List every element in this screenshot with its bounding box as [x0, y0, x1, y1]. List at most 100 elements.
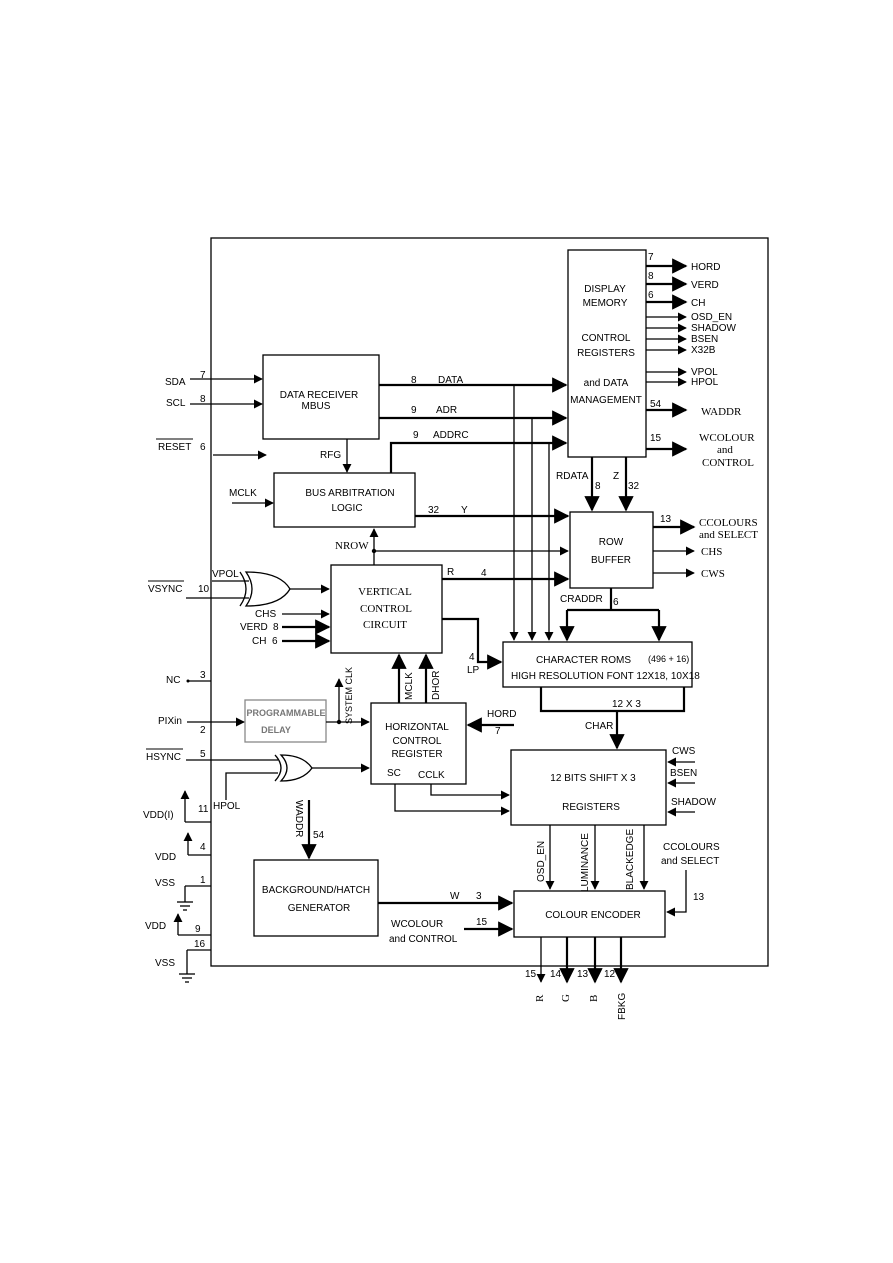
adr-bus: 9 ADR	[379, 405, 568, 426]
display-memory-line-4: REGISTERS	[577, 348, 635, 359]
y-bus: 32 Y	[415, 505, 570, 524]
svg-text:9: 9	[413, 430, 419, 441]
svg-text:6: 6	[200, 442, 206, 453]
svg-text:ADDRC: ADDRC	[433, 430, 469, 441]
svg-text:VPOL: VPOL	[691, 367, 718, 378]
svg-text:WCOLOUR: WCOLOUR	[391, 919, 443, 930]
svg-text:NROW: NROW	[335, 540, 369, 552]
svg-text:ADR: ADR	[436, 405, 457, 416]
svg-text:and SELECT: and SELECT	[661, 856, 719, 867]
hord-output: 7 HORD	[646, 252, 720, 274]
reset-pin: RESET 6	[156, 438, 267, 460]
display-memory-block: DISPLAY MEMORY CONTROL REGISTERS and DAT…	[567, 249, 647, 458]
svg-text:and: and	[717, 444, 733, 456]
svg-text:12 X 3: 12 X 3	[612, 699, 641, 710]
svg-text:VDD(I): VDD(I)	[143, 810, 174, 821]
svg-text:G: G	[560, 994, 572, 1002]
svg-text:VERD: VERD	[691, 280, 719, 291]
hsync-xor-gate	[274, 754, 313, 782]
sda-pin: SDA 7	[165, 370, 263, 388]
svg-text:CCOLOURS: CCOLOURS	[699, 517, 758, 529]
svg-text:CWS: CWS	[701, 568, 725, 580]
char-bus: 12 X 3 CHAR	[539, 687, 686, 750]
bus-arbitration-line-2: LOGIC	[331, 503, 362, 514]
luminance-signal: LUMINANCE	[580, 825, 600, 892]
svg-text:and SELECT: and SELECT	[699, 529, 758, 541]
colour-encoder-block: COLOUR ENCODER	[513, 890, 666, 938]
svg-text:VDD: VDD	[145, 921, 166, 932]
shift-registers-line-2: REGISTERS	[562, 802, 620, 813]
svg-text:CRADDR: CRADDR	[560, 594, 603, 605]
svg-text:LUMINANCE: LUMINANCE	[580, 833, 591, 892]
hpol-output: HPOL	[646, 377, 719, 388]
data-receiver-line-2: MBUS	[302, 401, 331, 412]
programmable-delay-line-1: PROGRAMMABLE	[247, 708, 326, 718]
svg-text:HSYNC: HSYNC	[146, 752, 181, 763]
svg-text:8: 8	[411, 375, 417, 386]
svg-text:54: 54	[313, 830, 325, 841]
svg-text:HPOL: HPOL	[691, 377, 719, 388]
fbkg-output: 12 FBKG	[604, 937, 629, 1020]
svg-text:CHS: CHS	[255, 609, 276, 620]
z-bus: Z 32	[613, 457, 640, 512]
mclk-input: MCLK	[229, 488, 274, 508]
svg-text:9: 9	[195, 924, 201, 935]
osd-en-signal: OSD_EN	[536, 825, 555, 890]
character-roms-block: CHARACTER ROMS (496 + 16) HIGH RESOLUTIO…	[502, 641, 700, 688]
svg-text:Z: Z	[613, 471, 619, 482]
svg-text:RDATA: RDATA	[556, 471, 589, 482]
svg-text:54: 54	[650, 399, 662, 410]
svg-text:13: 13	[693, 892, 705, 903]
wcolour-output: 15 WCOLOUR and CONTROL	[646, 432, 755, 469]
vertical-control-block: VERTICAL CONTROL CIRCUIT	[330, 564, 443, 654]
svg-text:7: 7	[200, 370, 206, 381]
svg-text:4: 4	[200, 842, 206, 853]
svg-text:SC: SC	[387, 768, 401, 779]
vertical-control-line-3: CIRCUIT	[363, 619, 407, 631]
verd-input: VERD 8	[240, 619, 331, 635]
vss-pin-16: VSS 16	[155, 939, 211, 983]
bsen-output: BSEN	[646, 334, 718, 345]
svg-text:15: 15	[476, 917, 488, 928]
ch-input: CH 6	[252, 633, 331, 649]
svg-text:12: 12	[604, 969, 616, 980]
svg-text:DATA: DATA	[438, 375, 464, 386]
vpol-output: VPOL	[646, 367, 718, 378]
display-memory-line-1: DISPLAY	[584, 284, 626, 295]
ccolours-input: CCOLOURS and SELECT 13	[661, 842, 720, 917]
svg-text:CCLK: CCLK	[418, 770, 445, 781]
svg-text:VPOL: VPOL	[212, 569, 239, 580]
hpol-xor-input: HPOL	[213, 763, 370, 812]
shadow-input: SHADOW	[667, 797, 717, 817]
svg-text:32: 32	[628, 481, 640, 492]
addrc-bus: 9 ADDRC	[389, 430, 568, 473]
svg-text:8: 8	[648, 271, 654, 282]
svg-text:SCL: SCL	[166, 398, 186, 409]
display-memory-line-3: CONTROL	[582, 333, 631, 344]
hord-input: HORD 7	[466, 709, 516, 737]
svg-text:CH: CH	[252, 636, 266, 647]
shift-registers-block: 12 BITS SHIFT X 3 REGISTERS	[510, 749, 667, 826]
svg-text:14: 14	[550, 969, 562, 980]
svg-text:15: 15	[650, 433, 662, 444]
svg-text:R: R	[447, 567, 454, 578]
data-bus: 8 DATA	[379, 375, 568, 393]
display-memory-line-2: MEMORY	[583, 298, 628, 309]
svg-text:Y: Y	[461, 505, 468, 516]
svg-text:7: 7	[648, 252, 654, 263]
g-output: 14 G	[550, 937, 575, 1002]
svg-text:32: 32	[428, 505, 440, 516]
verd-output: 8 VERD	[646, 271, 719, 292]
rdata-bus: RDATA 8	[556, 457, 601, 512]
svg-text:CWS: CWS	[672, 746, 696, 757]
vsync-xor-gate	[239, 571, 291, 607]
svg-text:HORD: HORD	[691, 262, 720, 273]
cws-input: CWS	[667, 746, 696, 767]
r-output: 15 R	[525, 937, 546, 1002]
system-clk-label: SYSTEM CLK	[344, 667, 354, 724]
shift-registers-line-1: 12 BITS SHIFT X 3	[550, 773, 636, 784]
scl-pin: SCL 8	[166, 394, 263, 409]
svg-text:R: R	[534, 994, 546, 1002]
svg-text:FBKG: FBKG	[617, 993, 628, 1020]
